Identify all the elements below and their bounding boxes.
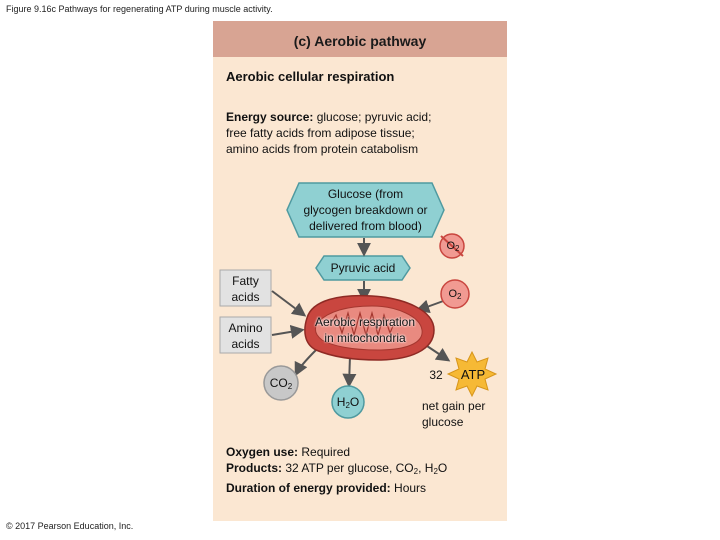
h2o-label: H2O — [336, 395, 360, 410]
arrow-fatty-to-mito — [271, 290, 307, 317]
figure-caption: Figure 9.16c Pathways for regenerating A… — [6, 4, 273, 14]
arrow-amino-to-mito — [271, 324, 305, 339]
panel-title: (c) Aerobic pathway — [293, 33, 427, 49]
energy-line-3: amino acids from protein catabolism — [226, 142, 419, 156]
glucose-line-2: glycogen breakdown or — [303, 203, 428, 217]
oxygen-input-label: O2 — [448, 288, 462, 301]
mitochondrion — [304, 294, 435, 361]
co2-node — [263, 365, 299, 401]
amino-acids-node — [219, 316, 272, 354]
oxygen-crossed-icon — [439, 233, 465, 259]
fatty-acids-node — [219, 269, 272, 307]
arrow-mito-to-h2o — [342, 355, 357, 388]
mitochondria-label: Aerobic respiration in mitochondria — [300, 314, 430, 346]
glucose-label: Glucose (from glycogen breakdown or deli… — [289, 186, 442, 238]
fatty-acids-label: Fatty acids — [220, 273, 271, 309]
summary-text: Oxygen use: Required Products: 32 ATP pe… — [226, 444, 501, 496]
arrow-mito-to-co2 — [294, 349, 317, 377]
energy-line-2: free fatty acids from adipose tissue; — [226, 126, 415, 140]
atp-label: ATP — [460, 367, 486, 382]
fatty-line-1: Fatty — [232, 274, 259, 288]
oxygen-crossed-label: O2 — [446, 240, 460, 253]
energy-source-label: Energy source: — [226, 110, 314, 124]
glucose-line-3: delivered from blood) — [309, 219, 422, 233]
copyright-notice: © 2017 Pearson Education, Inc. — [6, 521, 134, 531]
energy-line-1: glucose; pyruvic acid; — [313, 110, 432, 124]
oxygen-use-row: Oxygen use: Required — [226, 445, 351, 459]
panel-subtitle: Aerobic cellular respiration — [226, 69, 395, 84]
pyruvic-acid-label: Pyruvic acid — [330, 261, 396, 275]
h2o-node — [331, 385, 365, 419]
pyruvic-acid-node — [315, 255, 411, 281]
amino-line-1: Amino — [228, 321, 263, 335]
net-gain-line-1: net gain per — [422, 399, 486, 413]
oxygen-input-node — [440, 279, 470, 309]
fatty-line-2: acids — [231, 290, 260, 304]
net-gain-label: net gain per glucose — [422, 398, 512, 430]
glucose-node — [286, 182, 445, 238]
atp-count: 32 — [429, 368, 443, 382]
mito-line-2: in mitochondria — [324, 331, 406, 345]
net-gain-line-2: glucose — [422, 415, 464, 429]
mito-line-1: Aerobic respiration — [314, 315, 416, 329]
amino-line-2: acids — [231, 337, 260, 351]
amino-acids-label: Amino acids — [220, 320, 271, 356]
duration-row: Duration of energy provided: Hours — [226, 481, 427, 495]
panel-header — [213, 21, 507, 57]
products-row: Products: 32 ATP per glucose, CO2, H2O — [226, 461, 448, 476]
glucose-line-1: Glucose (from — [327, 187, 404, 201]
atp-burst-icon — [446, 350, 498, 398]
co2-label: CO2 — [269, 376, 293, 391]
energy-source-text: Energy source: glucose; pyruvic acid; fr… — [226, 109, 496, 157]
